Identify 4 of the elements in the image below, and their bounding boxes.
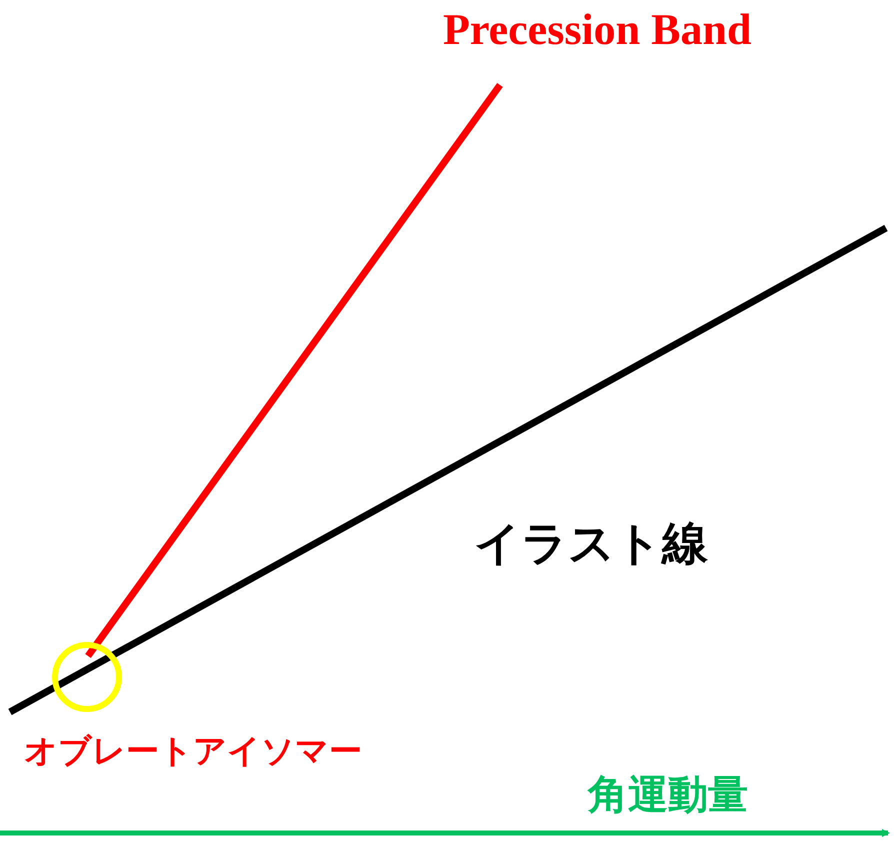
line-label: イラスト線 [474, 518, 708, 569]
point-label: オブレートアイソマー [24, 733, 362, 770]
axis-label: 角運動量 [588, 773, 748, 817]
line-label: Precession Band [443, 6, 752, 54]
